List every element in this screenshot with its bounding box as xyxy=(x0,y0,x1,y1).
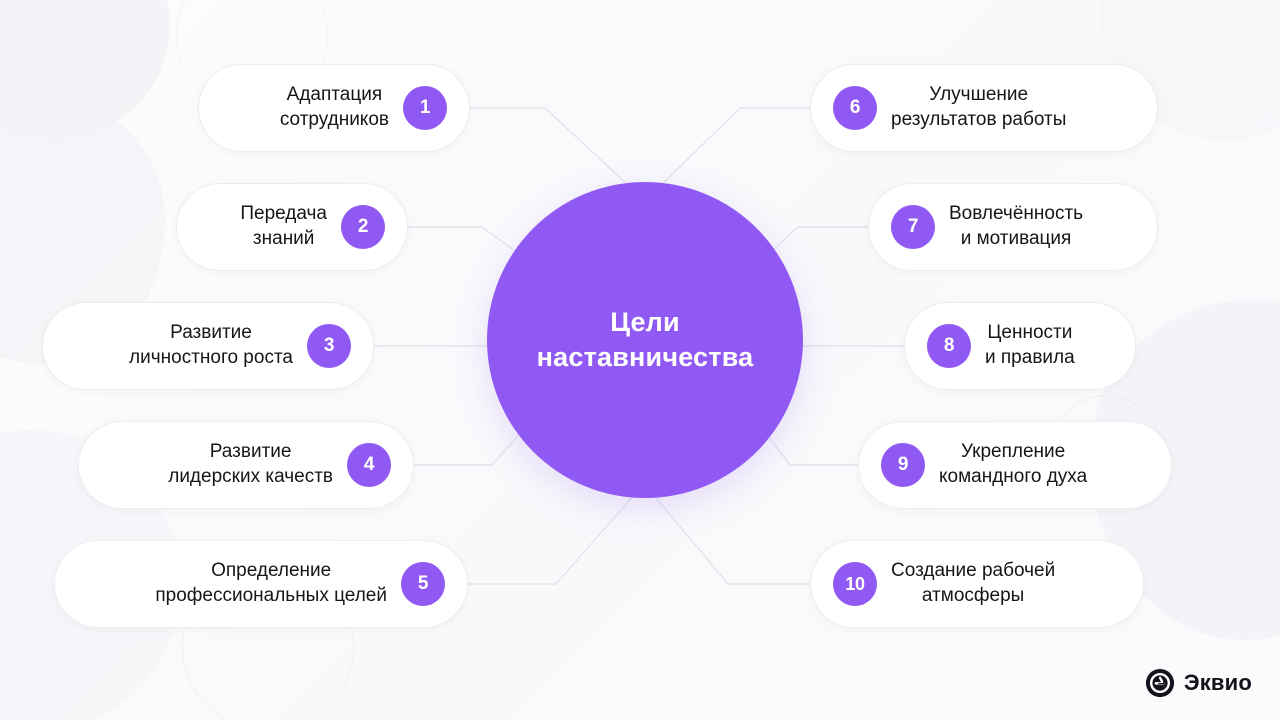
goal-card-9-label: Укрепление командного духа xyxy=(939,441,1088,487)
goal-card-2-label: Передача знаний xyxy=(240,203,327,249)
goal-card-10-number: 10 xyxy=(833,562,877,606)
goal-card-5-number: 5 xyxy=(401,562,445,606)
brand-logo: Эквио xyxy=(1145,668,1252,698)
center-title: Цели наставничества xyxy=(536,307,754,372)
connector-line-1 xyxy=(470,107,641,197)
goal-card-7-number: 7 xyxy=(891,205,935,249)
goal-card-5[interactable]: Определение профессиональных целей 5 xyxy=(54,540,468,628)
goal-card-4-number: 4 xyxy=(347,443,391,487)
goal-card-2-number: 2 xyxy=(341,205,385,249)
goal-card-4[interactable]: Развитие лидерских качеств 4 xyxy=(78,421,414,509)
goal-card-8-label: Ценности и правила xyxy=(985,322,1075,368)
goal-card-3-label: Развитие личностного роста xyxy=(129,322,293,368)
goal-card-1-label: Адаптация сотрудников xyxy=(279,84,389,130)
brand-name: Эквио xyxy=(1183,670,1252,695)
goal-card-10-label: Создание рабочей атмосферы xyxy=(891,560,1056,606)
goal-card-6-label: Улучшение результатов работы xyxy=(891,84,1067,130)
goal-card-2[interactable]: Передача знаний 2 xyxy=(176,183,408,271)
goal-card-9-number: 9 xyxy=(881,443,925,487)
goal-card-3-number: 3 xyxy=(307,324,351,368)
goal-card-6[interactable]: 6 Улучшение результатов работы xyxy=(810,64,1158,152)
goal-card-9[interactable]: 9 Укрепление командного духа xyxy=(858,421,1172,509)
goal-card-7[interactable]: 7 Вовлечённость и мотивация xyxy=(868,183,1158,271)
goal-card-4-label: Развитие лидерских качеств xyxy=(168,441,333,487)
eqvio-logo-icon xyxy=(1145,668,1174,698)
goal-card-10[interactable]: 10 Создание рабочей атмосферы xyxy=(810,540,1144,628)
connector-line-6 xyxy=(649,107,810,197)
goal-card-1[interactable]: Адаптация сотрудников 1 xyxy=(198,64,470,152)
goal-card-6-number: 6 xyxy=(833,86,877,130)
goal-card-8[interactable]: 8 Ценности и правила xyxy=(904,302,1136,390)
goal-card-3[interactable]: Развитие личностного роста 3 xyxy=(42,302,374,390)
goal-card-7-label: Вовлечённость и мотивация xyxy=(949,203,1084,249)
goal-card-1-number: 1 xyxy=(403,86,447,130)
goal-card-8-number: 8 xyxy=(927,324,971,368)
goal-card-5-label: Определение профессиональных целей xyxy=(155,560,387,606)
connector-line-10 xyxy=(645,485,810,585)
center-node: Цели наставничества xyxy=(487,182,803,498)
connector-line-5 xyxy=(468,485,643,585)
